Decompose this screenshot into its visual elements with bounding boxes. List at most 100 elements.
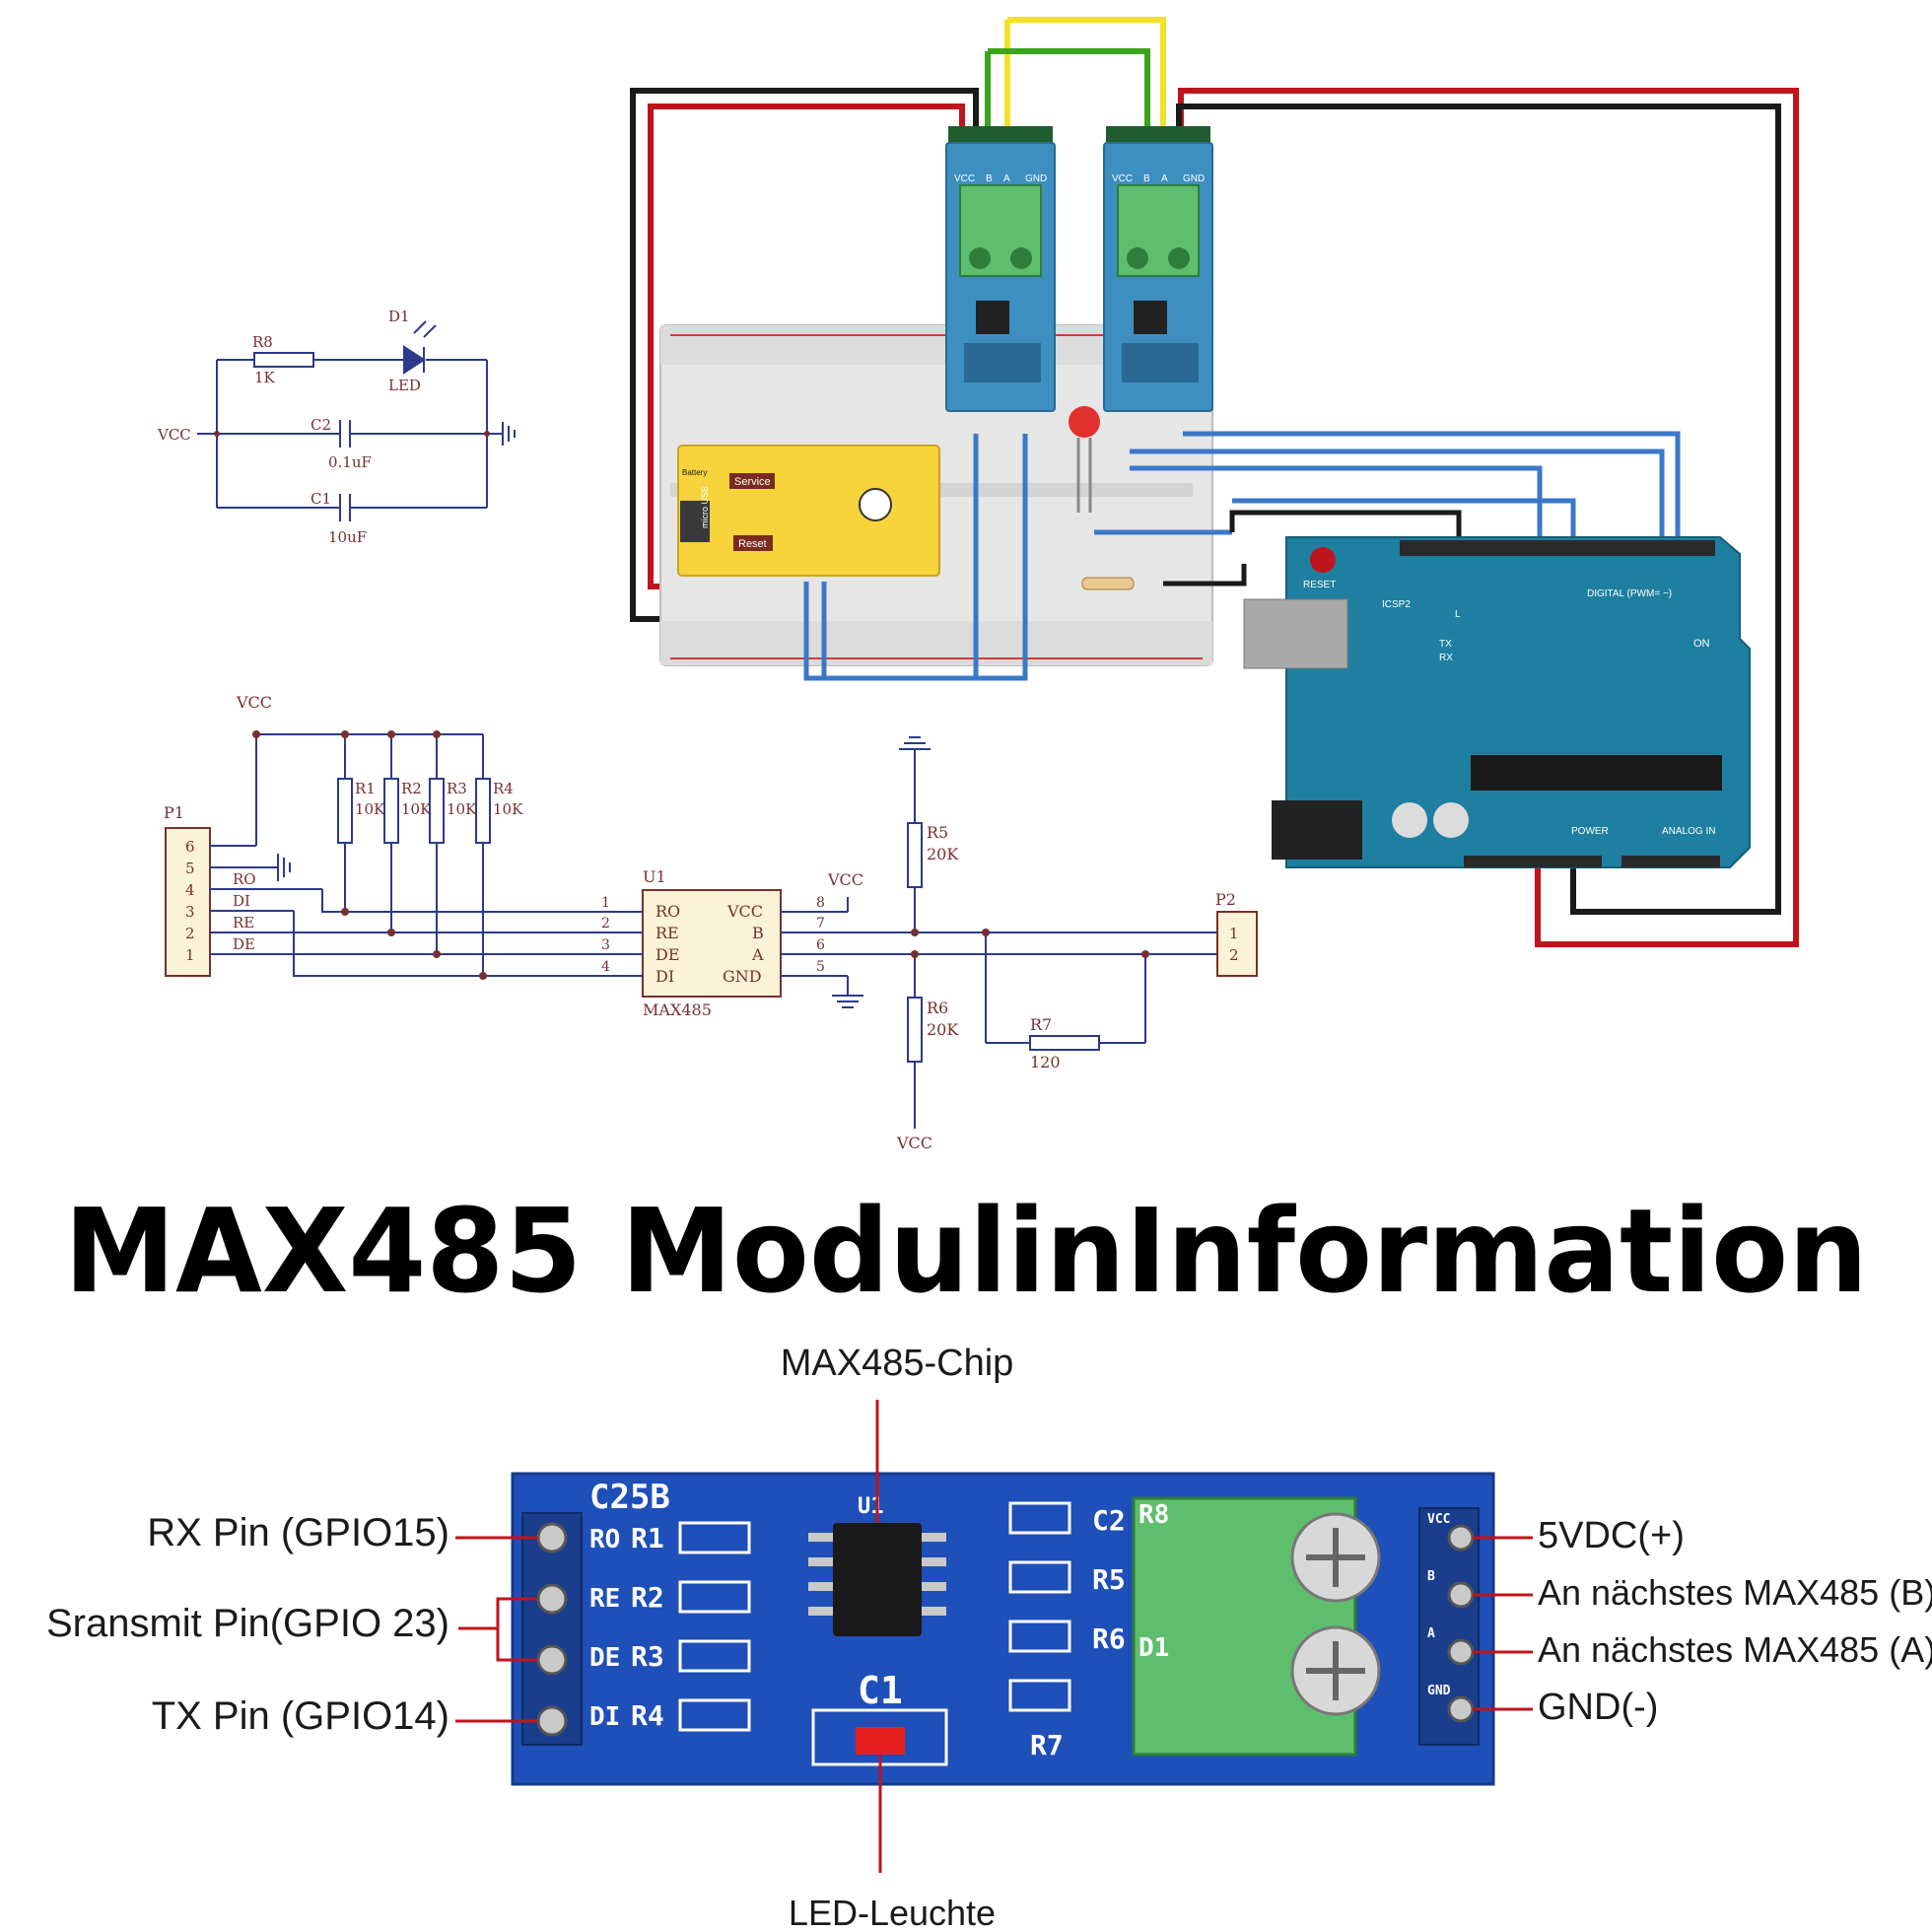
signal-ro: RO: [233, 870, 256, 888]
module-pin-ro: RO: [589, 1525, 620, 1554]
arduino-rx-label: RX: [1439, 653, 1453, 663]
p2-pin-2: 2: [1229, 946, 1239, 964]
r4-value: 10K: [493, 800, 523, 818]
arduino-power-jack: [1272, 800, 1362, 860]
module2-pin-b: B: [1143, 173, 1150, 184]
module-pin-vcc: VCC: [1427, 1512, 1450, 1527]
arduino-usb-port: [1243, 598, 1348, 669]
rs485-module-1: [945, 126, 1056, 412]
module-d1: D1: [1138, 1633, 1169, 1663]
signal-de: DE: [233, 935, 255, 953]
module-r1: R1: [631, 1522, 664, 1554]
module-r3: R3: [631, 1640, 664, 1673]
r7-value: 120: [1030, 1053, 1061, 1071]
r8-value: 1K: [254, 369, 276, 386]
r3-value: 10K: [447, 800, 477, 818]
page-title: MAX485 ModulinInformation: [64, 1183, 1868, 1319]
led-schematic: [197, 320, 516, 521]
module-silkscreen: C25B: [589, 1478, 670, 1517]
module-r5: R5: [1092, 1563, 1126, 1596]
ic-pin-di: DI: [656, 967, 674, 986]
led-annotation: LED-Leuchte: [789, 1893, 996, 1932]
arduino-reset-label: RESET: [1303, 580, 1336, 590]
module-r8: R8: [1138, 1500, 1169, 1530]
r1-name: R1: [355, 780, 376, 797]
mcu-board: [677, 445, 940, 577]
module-pin-gnd: GND: [1427, 1684, 1451, 1698]
arduino-reset-button[interactable]: [1310, 547, 1336, 573]
c2-value: 0.1uF: [328, 453, 372, 471]
pin-num-6: 6: [816, 937, 825, 953]
arduino-board: [1243, 536, 1751, 868]
u1-label: U1: [643, 867, 666, 886]
vcc-bottom-label: VCC: [896, 1134, 932, 1152]
r4-name: R4: [493, 780, 514, 797]
module-pin-b: B: [1427, 1569, 1435, 1584]
pin-num-7: 7: [816, 916, 825, 932]
module-u1: U1: [858, 1494, 884, 1519]
r3-name: R3: [447, 780, 467, 797]
rx-pin-annotation: RX Pin (GPIO15): [147, 1511, 449, 1554]
breadboard-resistor: [1081, 577, 1135, 590]
module-r6: R6: [1092, 1622, 1126, 1655]
module1-pin-gnd: GND: [1025, 173, 1047, 184]
mcu-battery-label: Battery: [682, 468, 707, 477]
tx-pin-annotation: TX Pin (GPIO14): [152, 1694, 449, 1738]
mcu-service-label: Service: [734, 476, 771, 488]
mcu-reset-label: Reset: [738, 538, 767, 550]
transmit-pin-annotation: Sransmit Pin(GPIO 23): [46, 1602, 449, 1645]
module-r4: R4: [631, 1699, 664, 1732]
r6-value: 20K: [927, 1020, 959, 1039]
p1-label: P1: [164, 803, 184, 822]
r7-name: R7: [1030, 1015, 1052, 1034]
ic-pin-de: DE: [656, 945, 680, 964]
vcc-annotation: 5VDC(+): [1538, 1515, 1685, 1556]
module2-pin-gnd: GND: [1183, 173, 1205, 184]
arduino-tx-label: TX: [1439, 639, 1452, 650]
module-pin-a: A: [1427, 1626, 1435, 1641]
max485-module: [511, 1472, 1495, 1786]
arduino-digital-label: DIGITAL (PWM= ~): [1587, 588, 1672, 599]
module1-pin-a: A: [1003, 173, 1010, 184]
arduino-icsp2-label: ICSP2: [1382, 599, 1411, 610]
r2-name: R2: [401, 780, 422, 797]
pin-num-1: 1: [601, 895, 610, 911]
ic-pin-re: RE: [656, 924, 679, 942]
ic-pin-vcc: VCC: [726, 902, 763, 921]
arduino-analog-label: ANALOG IN: [1662, 826, 1715, 837]
r5-name: R5: [927, 823, 948, 842]
r2-value: 10K: [401, 800, 432, 818]
wiring-illustration: micro USB Service Reset Battery VCC B: [630, 17, 1799, 947]
pin-num-8: 8: [816, 895, 825, 911]
ic-name: MAX485: [643, 1000, 712, 1019]
module-r2: R2: [631, 1581, 664, 1614]
r6-name: R6: [927, 999, 948, 1017]
ic-pin-b: B: [752, 924, 764, 942]
module1-pin-vcc: VCC: [954, 173, 975, 184]
ic-pin-gnd: GND: [723, 967, 762, 986]
c1-value: 10uF: [328, 528, 367, 546]
ic-pin-a: A: [751, 945, 764, 964]
led-vcc-label: VCC: [157, 426, 191, 444]
d1-value: LED: [388, 377, 421, 394]
module-c2: C2: [1092, 1504, 1126, 1537]
main-schematic: [165, 733, 1258, 1129]
vcc-top-label: VCC: [236, 693, 272, 712]
module-pin-di: DI: [589, 1702, 620, 1732]
mcu-usb-label: micro USB: [700, 486, 710, 528]
rs485-module-2: [1103, 126, 1213, 412]
pin-num-4: 4: [601, 959, 610, 975]
module2-pin-a: A: [1161, 173, 1168, 184]
p1-pin-1: 1: [185, 946, 195, 964]
p2-pin-1: 1: [1229, 925, 1239, 942]
module-pin-re: RE: [589, 1584, 620, 1614]
arduino-on-label: ON: [1693, 638, 1710, 650]
red-led: [1069, 406, 1100, 438]
pin-num-2: 2: [601, 916, 610, 932]
d1-name: D1: [388, 308, 410, 325]
annotation-leaders: [455, 1400, 1533, 1873]
pin-num-3: 3: [601, 937, 610, 953]
signal-di: DI: [233, 892, 250, 910]
